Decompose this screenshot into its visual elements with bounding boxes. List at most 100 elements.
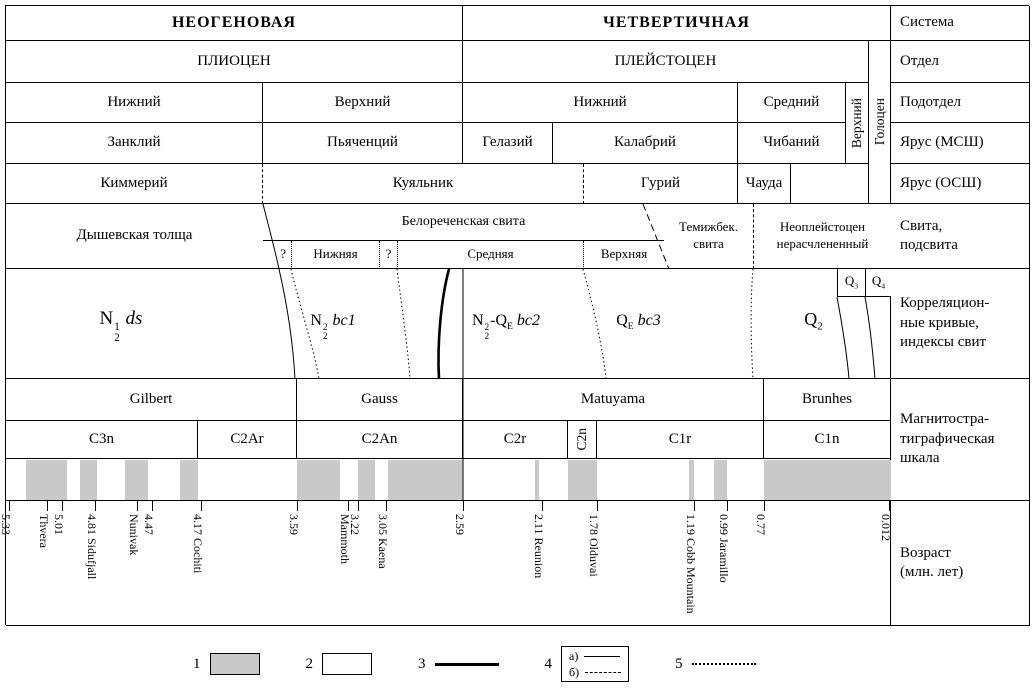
age-tick-label: Thvera — [37, 514, 51, 548]
polarity-normal-interval — [297, 460, 340, 500]
row-label-magneto-line2: тиграфическая — [900, 430, 995, 447]
upper-vertical-label: Верхний — [849, 97, 865, 149]
cell-subformation-upper: Верхняя — [583, 241, 664, 269]
legend-solid-line — [584, 655, 621, 657]
age-tick-label: 4.81 Sidufjall — [85, 514, 99, 580]
cell-formation-neopleistocene: Неоплейстоцен нерасчлененный — [753, 204, 891, 269]
polarity-normal-interval — [689, 460, 694, 500]
polarity-normal-interval — [388, 460, 463, 500]
temizhbek-line2: свита — [693, 236, 724, 251]
cell-formation-belorechenskaya: Белореченская свита — [263, 204, 664, 241]
age-tick-label: 5.01 — [52, 514, 66, 535]
row-label-correlation-line2: ные кривые, — [900, 314, 979, 331]
legend-a-label: а) — [569, 649, 579, 663]
cell-series-holocene: Голоцен — [869, 41, 891, 204]
age-tick-label: 0.012 — [879, 514, 893, 541]
legend-thick-line — [434, 662, 499, 666]
neopleistocene-line1: Неоплейстоцен — [779, 219, 866, 235]
cell-subformation-question-mid: ? — [379, 241, 397, 269]
row-label-subseries: Подотдел — [891, 83, 1030, 123]
cell-stage-kimmerian: Киммерий — [6, 164, 263, 204]
polarity-normal-interval — [714, 460, 727, 500]
cell-system-neogene: НЕОГЕНОВАЯ — [6, 6, 463, 41]
cell-formation-temizhbek: Темижбек. свита — [664, 204, 753, 269]
chron-gauss: Gauss — [297, 379, 463, 421]
age-tick-label: 5.33 — [0, 514, 13, 535]
polarity-normal-interval — [26, 460, 67, 500]
age-tick — [201, 501, 202, 511]
chron-brunhes: Brunhes — [764, 379, 891, 421]
polarity-normal-interval — [358, 460, 375, 500]
row-label-age-line2: (млн. лет) — [900, 564, 964, 580]
age-tick — [62, 501, 63, 511]
polarity-normal-interval — [535, 460, 539, 500]
row-label-correlation-line1: Корреляцион- — [900, 295, 990, 312]
subchron-c2n: C2n — [568, 421, 597, 459]
polarity-normal-interval — [568, 460, 597, 500]
cell-regional-stage-empty — [791, 164, 869, 204]
legend-item-5: 5 — [675, 656, 756, 673]
unit-index-q3: Q3 — [844, 272, 859, 291]
row-label-correlation-line3: индексы свит — [900, 334, 987, 351]
subchron-c2an: C2An — [297, 421, 463, 459]
chart-table: НЕОГЕНОВАЯ ЧЕТВЕРТИЧНАЯ ПЛИОЦЕН ПЛЕЙСТОЦ… — [0, 5, 1030, 626]
legend-item-1: 1 — [193, 653, 260, 675]
polarity-normal-interval — [180, 460, 198, 500]
age-tick — [95, 501, 96, 511]
cell-index-q4-box: Q4 — [865, 269, 891, 297]
cell-stage-zanclean: Занклий — [6, 123, 263, 164]
cell-series-pliocene: ПЛИОЦЕН — [6, 41, 463, 83]
chron-gilbert: Gilbert — [6, 379, 297, 421]
subchron-c2r: C2r — [463, 421, 568, 459]
legend-b-label: б) — [569, 665, 580, 679]
age-tick — [9, 501, 10, 511]
legend-dotted-line — [691, 663, 756, 665]
temizhbek-line1: Темижбек. — [679, 219, 738, 235]
age-tick-label: 2.59 — [453, 514, 467, 535]
age-tick-label: 4.17 Cochiti — [191, 514, 205, 574]
cell-subseries-pleistocene-lower: Нижний — [463, 83, 738, 123]
subchron-c3n: C3n — [6, 421, 198, 459]
row-label-formation-line2: подсвита — [900, 237, 958, 253]
legend-number-3: 3 — [418, 655, 426, 672]
cell-stage-chauda: Чауда — [738, 164, 791, 204]
subchron-c1r: C1r — [597, 421, 764, 459]
age-tick-label: 3.22 — [348, 514, 362, 535]
age-tick-label: Nunivak — [127, 514, 141, 556]
polarity-normal-interval — [125, 460, 148, 500]
age-tick — [386, 501, 387, 511]
cell-stage-chibanian: Чибаний — [738, 123, 846, 164]
cell-formation-dyshevskaya: Дышевская толща — [6, 204, 263, 269]
age-tick — [542, 501, 543, 511]
age-tick — [764, 501, 765, 511]
age-tick-label: Mammoth — [338, 514, 352, 564]
cell-subseries-pleistocene-middle: Средний — [738, 83, 846, 123]
cell-subformation-middle: Средняя — [397, 241, 583, 269]
age-tick — [889, 501, 890, 511]
polarity-normal-interval — [80, 460, 97, 500]
legend-item-2: 2 — [306, 653, 372, 675]
cell-stage-kuyalnik: Куяльник — [263, 164, 584, 204]
row-label-age-line1: Возраст — [900, 544, 951, 561]
legend: 1 2 3 4 а) б) 5 — [193, 646, 756, 682]
neopleistocene-line2: нерасчлененный — [776, 236, 869, 251]
unit-index-bc3: QE bc3 — [616, 312, 661, 333]
legend-item-3: 3 — [418, 656, 499, 673]
row-label-magneto-line1: Магнитостра- — [900, 411, 989, 428]
legend-dashed-line — [585, 671, 622, 673]
age-tick-label: 0.99 Jaramillo — [717, 514, 731, 583]
legend-number-1: 1 — [193, 655, 201, 672]
row-label-age: Возраст (млн. лет) — [891, 501, 1030, 626]
unit-index-q4: Q4 — [871, 272, 886, 291]
cell-index-q3-box: Q3 — [837, 269, 865, 297]
unit-index-q2: Q2 — [804, 309, 823, 333]
subchron-c1n: C1n — [764, 421, 891, 459]
row-label-formation: Свита, подсвита — [891, 204, 1030, 269]
legend-number-5: 5 — [675, 655, 683, 672]
age-tick — [152, 501, 153, 511]
row-label-stage-isc: Ярус (МСШ) — [891, 123, 1030, 164]
